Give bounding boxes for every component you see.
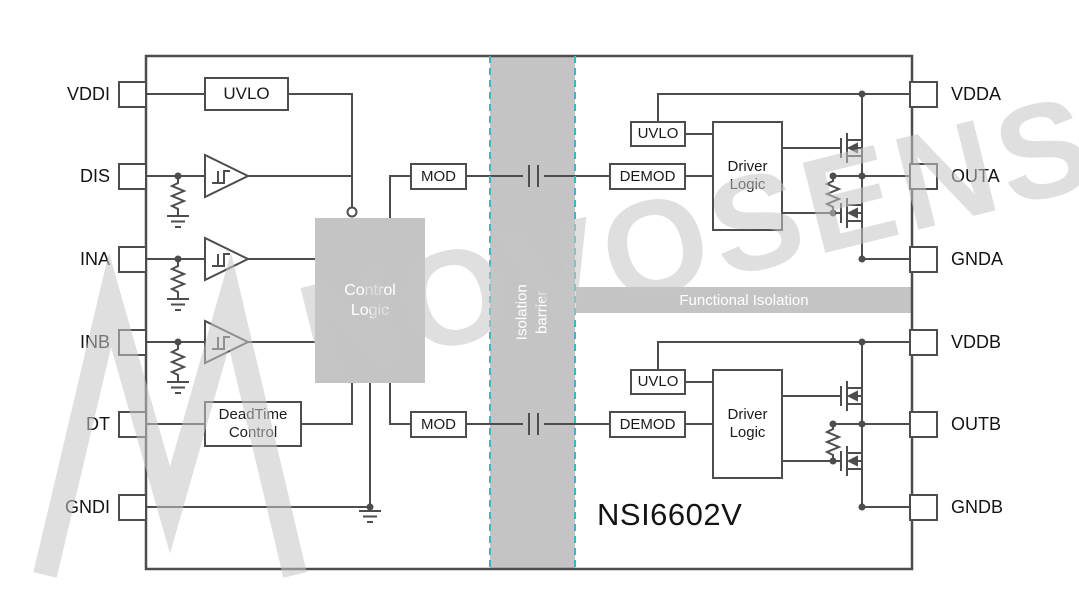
pin-ina	[118, 246, 147, 273]
isolation-barrier-label: Isolation barrier	[490, 56, 575, 569]
control-logic-label-line2: Logic	[350, 301, 390, 319]
inb-input-network	[147, 319, 315, 394]
mod-top-label: MOD	[421, 167, 456, 185]
pin-label-inb: INB	[79, 332, 110, 352]
ground-icon	[167, 298, 189, 311]
pin-inb	[118, 329, 147, 356]
functional-isolation-band: Functional Isolation	[576, 287, 912, 313]
isolation-capacitor-top	[466, 165, 609, 187]
pin-label-vddb: VDDB	[951, 332, 1002, 352]
isolation-barrier-band	[490, 56, 575, 569]
gate-resistor-b	[824, 423, 862, 461]
gate-resistor-a	[824, 175, 862, 213]
pin-label-vddi: VDDI	[66, 84, 110, 104]
wire-vddi-uvlo	[147, 93, 353, 207]
wire-controllogic-mod-top	[389, 175, 410, 218]
schmitt-trigger-icon	[204, 236, 251, 282]
uvlo-a-label: UVLO	[637, 125, 679, 142]
driver-b-label-line1: Driver	[727, 406, 768, 423]
mosfet-high-side-b	[783, 381, 862, 411]
uvlo-b-label: UVLO	[637, 373, 679, 390]
control-logic-label-line1: Control	[344, 282, 396, 300]
mosfet-low-side-a	[783, 198, 862, 228]
isolation-barrier-line1: Isolation	[513, 284, 531, 341]
pin-outb	[909, 411, 938, 438]
deadtime-label-line1: DeadTime	[218, 406, 288, 423]
pin-gndb	[909, 494, 938, 521]
uvlo-block-channel-a: UVLO	[630, 121, 686, 147]
wire-vddb	[657, 341, 909, 369]
ina-input-network	[147, 236, 315, 311]
driver-b-label-line2: Logic	[729, 424, 766, 441]
isolation-dashed-lines	[489, 56, 576, 569]
pin-gnda	[909, 246, 938, 273]
wire-vdda	[657, 93, 909, 121]
isolation-capacitor-bottom	[466, 413, 609, 435]
pin-label-dis: DIS	[79, 166, 110, 186]
hysteresis-glyph-icon	[212, 170, 230, 184]
demod-block-bottom: DEMOD	[609, 411, 686, 438]
demod-bottom-label: DEMOD	[619, 415, 676, 433]
pin-label-ina: INA	[79, 249, 110, 269]
ground-icon	[167, 215, 189, 228]
driver-a-label-line2: Logic	[729, 176, 766, 193]
driver-logic-block-a: Driver Logic	[712, 121, 783, 231]
pin-outa	[909, 163, 938, 190]
demod-block-top: DEMOD	[609, 163, 686, 190]
mosfet-low-side-b	[783, 446, 862, 476]
mod-block-bottom: MOD	[410, 411, 467, 438]
pin-label-outb: OUTB	[951, 414, 1002, 434]
resistor-icon	[169, 342, 187, 382]
demod-top-label: DEMOD	[619, 167, 676, 185]
pin-label-dt: DT	[86, 414, 110, 434]
uvlo-input-block: UVLO	[204, 77, 289, 111]
schmitt-trigger-icon	[204, 153, 251, 199]
pin-dis	[118, 163, 147, 190]
mosfet-high-side-a	[783, 133, 862, 163]
pin-gndi	[118, 494, 147, 521]
pin-vddb	[909, 329, 938, 356]
mod-bottom-label: MOD	[421, 415, 456, 433]
part-number: NSI6602V	[597, 497, 743, 532]
output-rail-a	[861, 94, 909, 260]
control-logic-block: Control Logic	[315, 218, 425, 383]
pin-label-gndb: GNDB	[951, 497, 1004, 517]
driver-a-label-line1: Driver	[727, 158, 768, 175]
deadtime-control-block: DeadTime Control	[204, 401, 302, 447]
junction-dots	[174, 90, 866, 511]
schmitt-trigger-icon	[204, 319, 251, 365]
uvlo-input-label: UVLO	[223, 83, 270, 103]
wire-controllogic-mod-bottom	[389, 383, 410, 425]
pin-vddi	[118, 81, 147, 108]
uvlo-block-channel-b: UVLO	[630, 369, 686, 395]
deadtime-label-line2: Control	[228, 424, 278, 441]
functional-isolation-label: Functional Isolation	[679, 291, 809, 309]
dis-input-network	[147, 153, 352, 228]
resistor-icon	[169, 176, 187, 216]
pin-label-outa: OUTA	[951, 166, 1000, 186]
ground-icon	[167, 381, 189, 394]
pin-dt	[118, 411, 147, 438]
isolation-barrier-line2: barrier	[533, 290, 551, 335]
inverter-bubble-icon	[346, 206, 358, 218]
resistor-icon	[169, 259, 187, 299]
pin-label-vdda: VDDA	[951, 84, 1002, 104]
mod-block-top: MOD	[410, 163, 467, 190]
pin-label-gnda: GNDA	[951, 249, 1004, 269]
pin-label-gndi: GNDI	[65, 497, 110, 517]
pin-vdda	[909, 81, 938, 108]
driver-logic-block-b: Driver Logic	[712, 369, 783, 479]
output-rail-b	[861, 342, 909, 508]
